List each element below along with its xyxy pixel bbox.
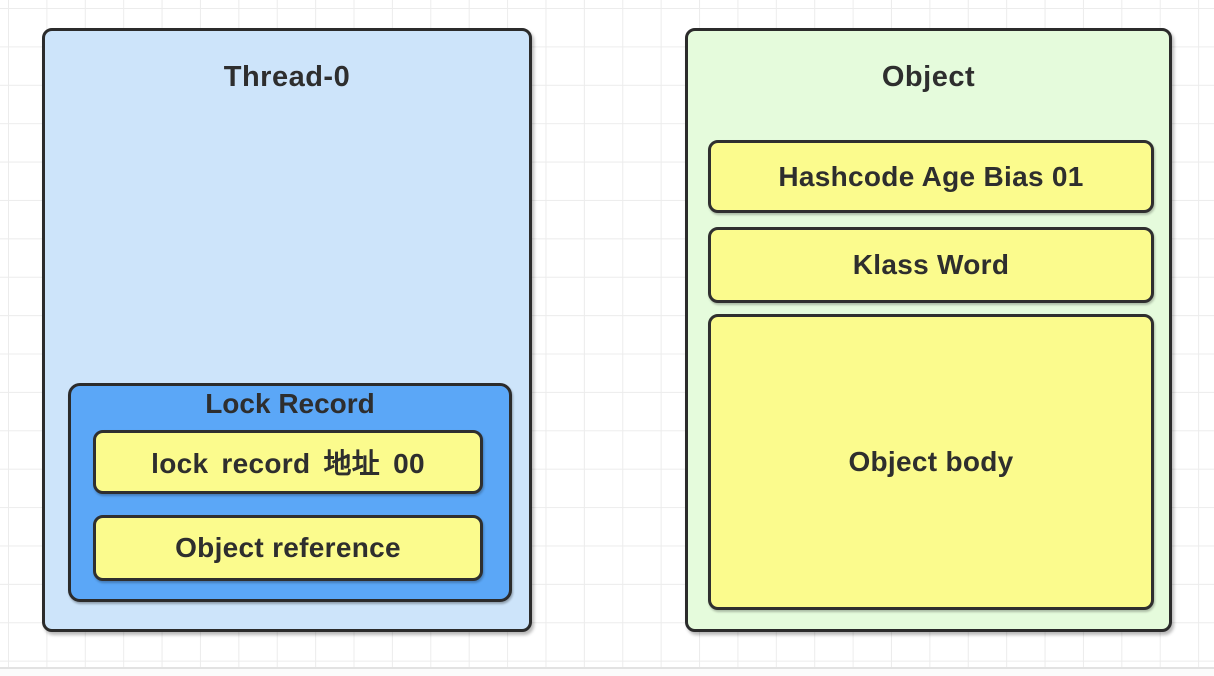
- thread-node[interactable]: Thread-0 Lock Record lock record 地址 00 O…: [42, 28, 532, 632]
- object-reference-label: Object reference: [175, 532, 401, 563]
- lock-record-node[interactable]: Lock Record lock record 地址 00 Object ref…: [68, 383, 512, 602]
- thread-title: Thread-0: [223, 61, 351, 93]
- lock-record-title: Lock Record: [205, 388, 375, 419]
- mark-word-slot[interactable]: Hashcode Age Bias 01: [708, 140, 1154, 213]
- mark-word-label: Hashcode Age Bias 01: [778, 160, 1084, 192]
- lock-record-address-slot[interactable]: lock record 地址 00: [93, 430, 483, 494]
- object-reference-slot[interactable]: Object reference: [93, 515, 483, 581]
- klass-word-label: Klass Word: [852, 249, 1010, 280]
- page-edge-divider: [0, 667, 1214, 676]
- object-body-slot[interactable]: Object body: [708, 314, 1154, 610]
- object-title: Object: [881, 61, 976, 93]
- lock-record-address-label: lock record 地址 00: [151, 448, 425, 479]
- object-node[interactable]: Object Hashcode Age Bias 01 Klass Word O…: [685, 28, 1172, 632]
- klass-word-slot[interactable]: Klass Word: [708, 227, 1154, 303]
- object-body-label: Object body: [848, 446, 1014, 477]
